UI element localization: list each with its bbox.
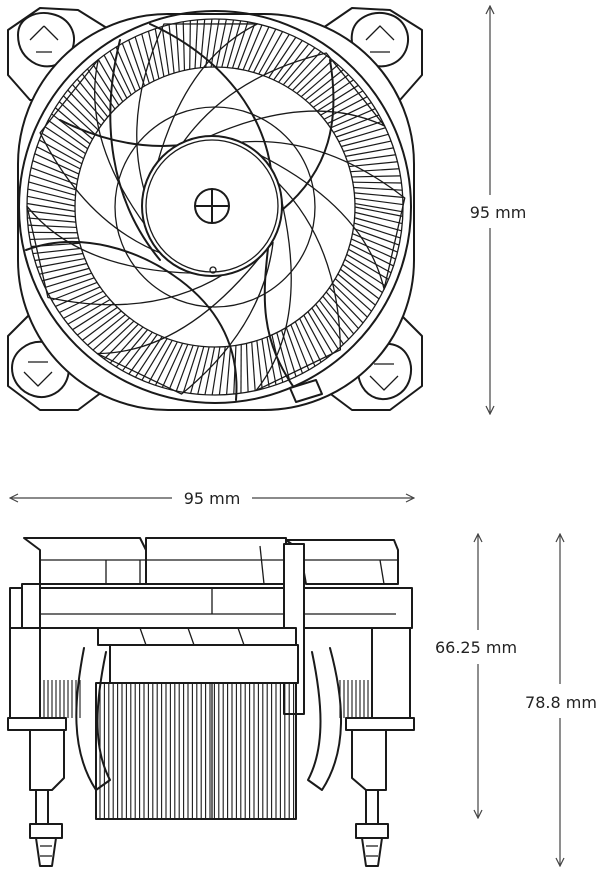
side-fin-height-label: 66.25 mm xyxy=(435,638,517,657)
side-view: 95 mm xyxy=(8,489,597,866)
side-total-height-dimension: 78.8 mm xyxy=(525,534,597,866)
side-width-label: 95 mm xyxy=(184,489,241,508)
side-fin-stack-left xyxy=(44,680,80,718)
heatsink-fins-side xyxy=(100,684,294,818)
hub-logo xyxy=(195,189,229,223)
top-height-dimension: 95 mm xyxy=(470,6,527,414)
side-width-dimension: 95 mm xyxy=(10,489,414,508)
side-fin-stack-right xyxy=(340,680,368,718)
side-total-height-label: 78.8 mm xyxy=(525,693,597,712)
fin-top-block xyxy=(98,628,298,683)
top-height-label: 95 mm xyxy=(470,203,527,222)
side-fin-height-dimension: 66.25 mm xyxy=(435,534,517,818)
top-view: 95 mm xyxy=(8,6,526,414)
